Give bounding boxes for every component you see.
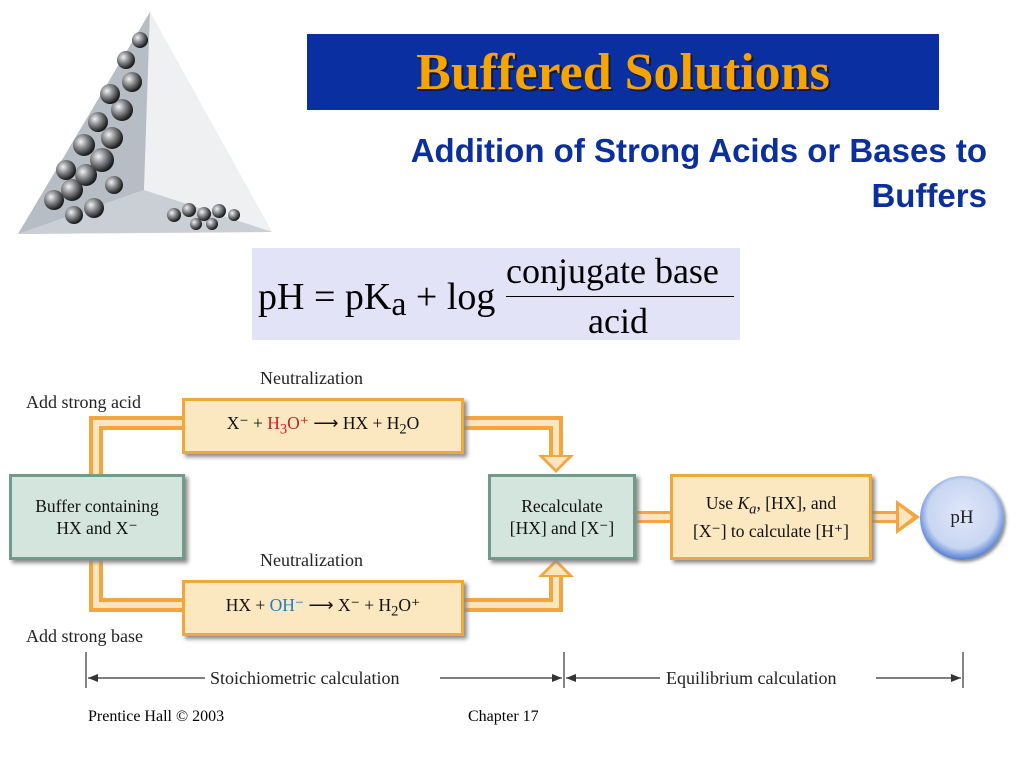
use-ka-box: Use Ka, [HX], and [X⁻] to calculate [H⁺]	[670, 474, 872, 560]
hydronium-tail: O⁺	[287, 412, 309, 433]
subtitle-line-1: Addition of Strong Acids or Bases to	[410, 132, 987, 169]
water-sub: 2	[399, 421, 407, 438]
hydronium-h: H	[267, 412, 280, 433]
hydronium-text: H3O⁺	[267, 412, 309, 438]
equation-plus-log: + log	[406, 276, 496, 318]
use-word: Use	[705, 492, 738, 513]
base-water-tail: O⁺	[398, 594, 421, 615]
buffer-box: Buffer containing HX and X⁻	[9, 474, 185, 560]
recalculate-box: Recalculate [HX] and [X⁻]	[488, 474, 636, 560]
equation-subscript-a: a	[391, 286, 407, 323]
subtitle-line-2: Buffers	[871, 177, 987, 214]
base-reaction-equation: HX + OH⁻ ⟶ X⁻ + H2O⁺	[226, 594, 421, 623]
use-line-1-tail: , [HX], and	[756, 492, 837, 513]
acid-reaction-reactant: X⁻ +	[226, 412, 268, 433]
base-water-sub: 2	[391, 603, 399, 620]
acid-reaction-box: X⁻ + H3O⁺ ⟶ HX + H2O	[182, 398, 464, 454]
title-banner: Buffered Solutions	[307, 34, 939, 110]
slide-title: Buffered Solutions	[416, 43, 830, 101]
fraction-line	[506, 296, 734, 297]
equation-numerator: conjugate base	[506, 251, 719, 291]
ka-sub: a	[749, 501, 757, 518]
hydroxide-text: OH⁻	[269, 594, 305, 615]
equilibrium-calculation-label: Equilibrium calculation	[666, 668, 837, 688]
buffer-box-line-2: HX and X⁻	[56, 518, 138, 538]
neutralization-label-bottom: Neutralization	[260, 550, 363, 570]
water-tail: O	[406, 412, 420, 433]
use-ka-line-2: [X⁻] to calculate [H⁺]	[693, 521, 849, 542]
base-reaction-products: ⟶ X⁻ + H	[304, 594, 392, 615]
add-strong-base-label: Add strong base	[26, 626, 143, 646]
acid-reaction-equation: X⁻ + H3O⁺ ⟶ HX + H2O	[227, 412, 420, 441]
flow-arrows	[85, 416, 964, 688]
slide-subtitle: Addition of Strong Acids or Bases to Buf…	[267, 128, 987, 218]
equation-lhs: pH = pKa + log	[258, 276, 496, 323]
equation-denominator: acid	[588, 301, 648, 341]
base-reaction-box: HX + OH⁻ ⟶ X⁻ + H2O⁺	[182, 580, 464, 636]
add-strong-acid-label: Add strong acid	[26, 392, 141, 412]
henderson-hasselbalch-equation: pH = pKa + log conjugate base acid	[252, 248, 740, 340]
recalculate-line-1: Recalculate	[521, 496, 603, 516]
neutralization-label-top: Neutralization	[260, 368, 363, 388]
buffer-box-line-1: Buffer containing	[35, 496, 159, 516]
ph-result-label: pH	[950, 507, 974, 528]
recalculate-line-2: [HX] and [X⁻]	[509, 518, 615, 538]
equation-ph-pk: pH = pK	[258, 276, 392, 318]
hydronium-sub: 3	[279, 421, 288, 438]
ph-result-circle: pH	[920, 476, 1004, 560]
stoichiometric-calculation-label: Stoichiometric calculation	[210, 668, 400, 688]
ka-k: K	[737, 492, 750, 513]
base-reaction-reactant: HX +	[225, 594, 270, 615]
crystal-logo-image	[18, 12, 272, 234]
footer-publisher: Prentice Hall © 2003	[88, 708, 225, 725]
footer-chapter: Chapter 17	[468, 708, 539, 725]
use-ka-line-1: Use Ka, [HX], and	[706, 492, 836, 521]
acid-reaction-products: ⟶ HX + H	[309, 412, 400, 433]
